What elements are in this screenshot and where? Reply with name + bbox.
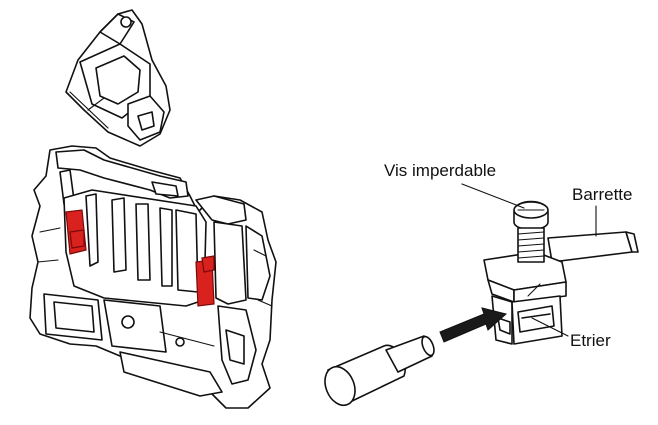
- clamp-body: [483, 251, 567, 345]
- red-contact-left: [65, 209, 87, 255]
- clamp-assembly: [483, 200, 639, 345]
- screw-label: Vis imperdable: [384, 161, 496, 180]
- terminal-body: [29, 145, 277, 409]
- bar-label: Barrette: [572, 185, 632, 204]
- leader-lines: [461, 183, 597, 337]
- red-contact-right: [195, 255, 215, 307]
- clamp-label: Etrier: [570, 331, 611, 350]
- screw-leader: [461, 183, 525, 209]
- bar: [547, 231, 639, 263]
- clamp-leader: [531, 317, 569, 337]
- terminal-block: [29, 9, 277, 409]
- hinged-cover: [65, 9, 171, 147]
- captive-screw: [513, 200, 549, 263]
- insertion-arrow: [439, 307, 508, 343]
- wire-ferrule: [324, 335, 435, 407]
